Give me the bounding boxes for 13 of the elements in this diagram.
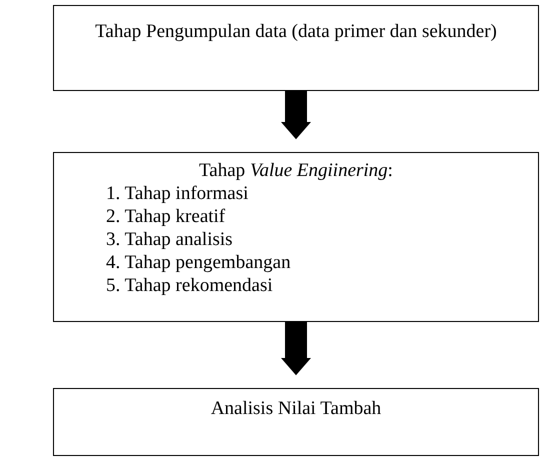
box-heading: Tahap Pengumpulan data (data primer dan sekunder) bbox=[95, 20, 497, 43]
arrow bbox=[281, 91, 311, 140]
list-item: 4. Tahap pengembangan bbox=[105, 251, 291, 274]
list-item: 3. Tahap analisis bbox=[105, 228, 233, 251]
box-heading: Tahap Value Engiinering: bbox=[199, 159, 393, 182]
box-heading: Analisis Nilai Tambah bbox=[210, 397, 382, 420]
process-box bbox=[53, 152, 539, 322]
process-box bbox=[53, 5, 539, 91]
arrow bbox=[281, 322, 311, 376]
list-item: 1. Tahap informasi bbox=[105, 182, 248, 205]
list-item: 2. Tahap kreatif bbox=[105, 205, 226, 228]
process-box bbox=[53, 388, 539, 456]
list-item: 5. Tahap rekomendasi bbox=[105, 274, 273, 297]
